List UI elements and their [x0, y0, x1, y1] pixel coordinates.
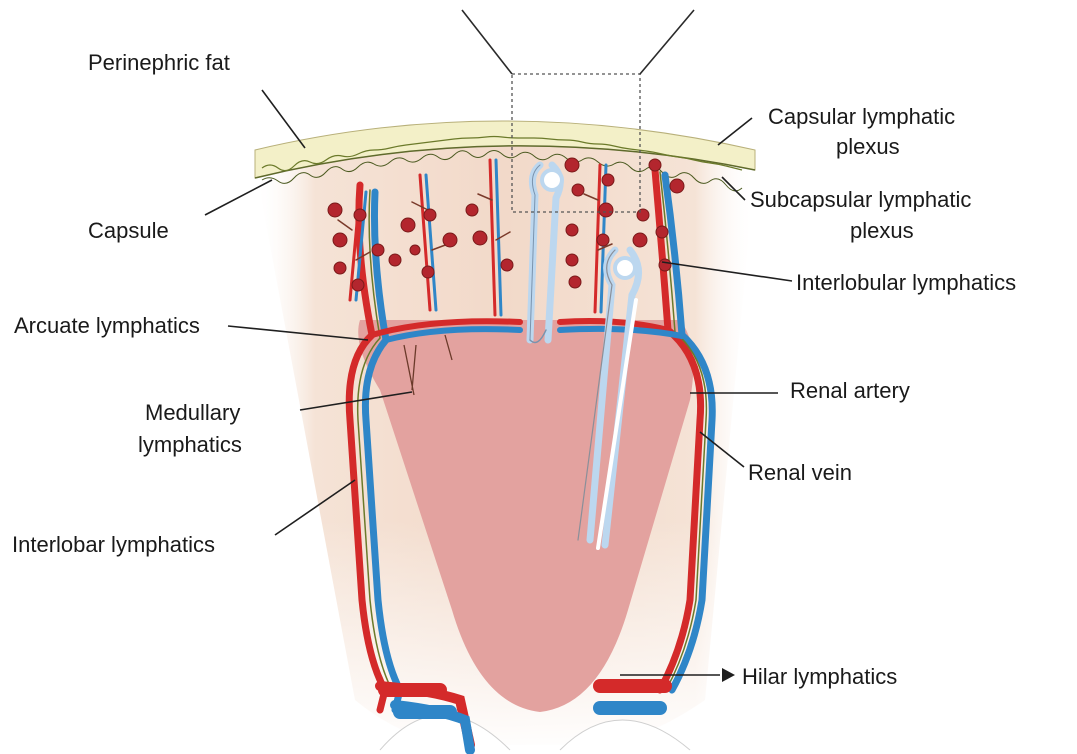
- magnification-line-right: [640, 10, 694, 74]
- label-capsular-lymphatic-plexus-line1: Capsular lymphatic: [768, 104, 955, 129]
- label-interlobular-lymphatics: Interlobular lymphatics: [796, 270, 1016, 295]
- label-subcapsular-lymphatic-plexus-line2: plexus: [850, 218, 914, 243]
- magnification-line-left: [462, 10, 512, 74]
- label-capsular-lymphatic-plexus-line2: plexus: [836, 134, 900, 159]
- label-medullary-lymphatics-line1: Medullary: [145, 400, 240, 425]
- label-arcuate-lymphatics: Arcuate lymphatics: [14, 313, 200, 338]
- label-renal-artery: Renal artery: [790, 378, 910, 403]
- label-capsule: Capsule: [88, 218, 169, 243]
- label-perinephric-fat: Perinephric fat: [88, 50, 230, 75]
- label-subcapsular-lymphatic-plexus-line1: Subcapsular lymphatic: [750, 187, 971, 212]
- label-medullary-lymphatics-line2: lymphatics: [138, 432, 242, 457]
- label-renal-vein: Renal vein: [748, 460, 852, 485]
- label-interlobar-lymphatics: Interlobar lymphatics: [12, 532, 215, 557]
- label-hilar-lymphatics: Hilar lymphatics: [742, 664, 897, 689]
